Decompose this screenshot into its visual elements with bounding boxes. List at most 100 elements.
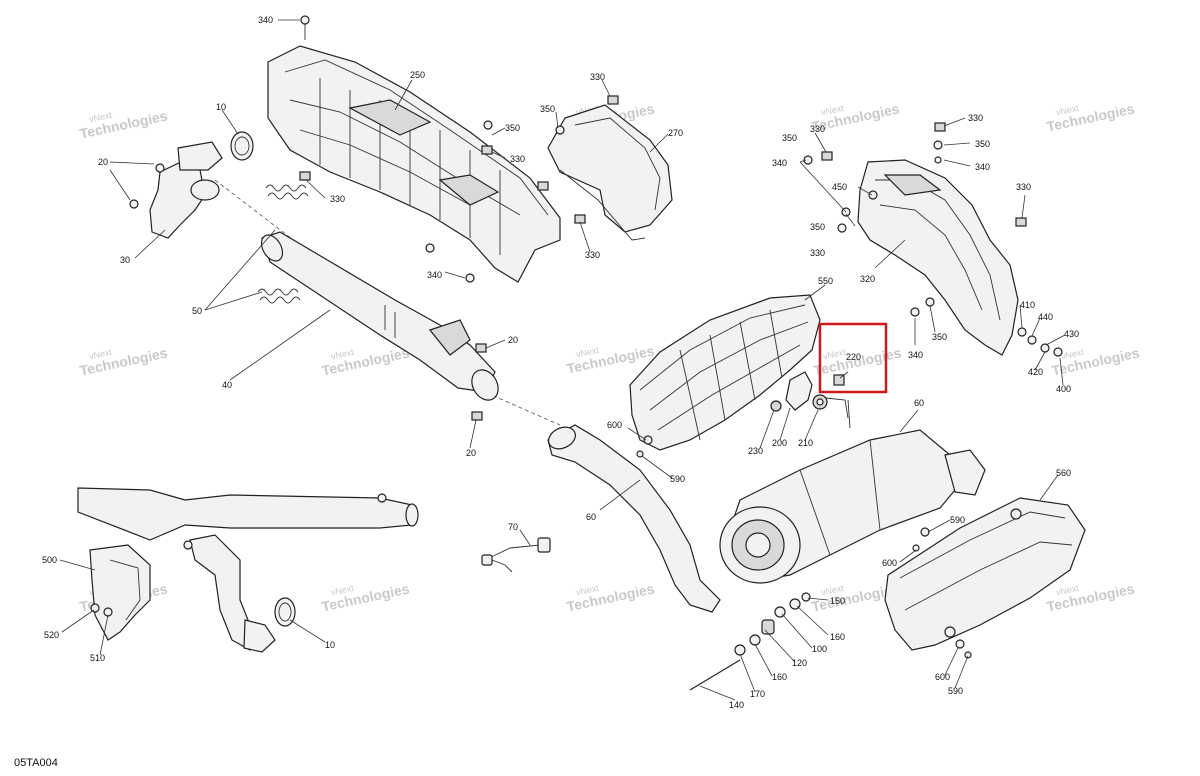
bracket-270 (547, 104, 673, 241)
watermark-text: Technologies (320, 344, 411, 378)
callout-550: 550 (818, 276, 833, 286)
callout-20: 20 (466, 448, 476, 458)
callout-330: 330 (810, 124, 825, 134)
callout-200: 200 (772, 438, 787, 448)
gasket-10-lower (274, 597, 296, 627)
callout-340: 340 (975, 162, 990, 172)
callout-70: 70 (508, 522, 518, 532)
watermark-text: Technologies (1045, 580, 1136, 614)
watermark-text: vNext (1060, 347, 1085, 362)
callout-500: 500 (42, 555, 57, 565)
bracket-500 (89, 544, 151, 641)
callout-210: 210 (798, 438, 813, 448)
callout-120: 120 (792, 658, 807, 668)
callout-520: 520 (44, 630, 59, 640)
callout-160: 160 (772, 672, 787, 682)
callout-590: 590 (950, 515, 965, 525)
muffler-60 (719, 399, 986, 584)
callout-590: 590 (670, 474, 685, 484)
callout-340: 340 (427, 270, 442, 280)
callout-100: 100 (812, 644, 827, 654)
heat-shield-560 (884, 497, 1086, 651)
callout-600: 600 (935, 672, 950, 682)
diagram-code: 05TA004 (14, 757, 58, 769)
callout-330: 330 (330, 194, 345, 204)
springs-50 (257, 184, 309, 304)
callout-600: 600 (607, 420, 622, 430)
heat-shield-250 (267, 45, 561, 283)
callout-600: 600 (882, 558, 897, 568)
callout-340: 340 (772, 158, 787, 168)
highlight-box (818, 322, 888, 394)
hanger-bracket-200 (770, 371, 849, 419)
callout-170: 170 (750, 689, 765, 699)
gasket-10 (230, 131, 254, 161)
callout-320: 320 (860, 274, 875, 284)
pipe-40 (260, 231, 499, 401)
callout-230: 230 (748, 446, 763, 456)
watermark-text: Technologies (78, 107, 169, 141)
watermark-text: vNext (88, 347, 113, 362)
heat-shield-550 (629, 294, 821, 451)
watermark-text: vNext (575, 345, 600, 360)
callout-60: 60 (914, 398, 924, 408)
watermark-text: vNext (88, 110, 113, 125)
callout-410: 410 (1020, 300, 1035, 310)
fasteners (90, 15, 1063, 659)
callout-560: 560 (1056, 468, 1071, 478)
callout-330: 330 (590, 72, 605, 82)
callout-350: 350 (932, 332, 947, 342)
callout-10: 10 (216, 102, 226, 112)
callout-430: 430 (1064, 329, 1079, 339)
head-pipe-60 (547, 424, 721, 613)
callout-590: 590 (948, 686, 963, 696)
callout-510: 510 (90, 653, 105, 663)
callout-340: 340 (908, 350, 923, 360)
callout-20: 20 (98, 157, 108, 167)
watermark-text: vNext (575, 583, 600, 598)
heat-shield-320 (857, 159, 1019, 356)
callout-labels: 340 250 10 20 30 330 350 330 340 330 350… (42, 15, 1079, 710)
callout-10: 10 (325, 640, 335, 650)
watermark-text: Technologies (1045, 100, 1136, 134)
watermark-text: Technologies (78, 344, 169, 378)
callout-220: 220 (846, 352, 861, 362)
callout-350: 350 (975, 139, 990, 149)
callout-40: 40 (222, 380, 232, 390)
watermark-text: Technologies (320, 580, 411, 614)
callout-350: 350 (540, 104, 555, 114)
watermark-text: vNext (1055, 103, 1080, 118)
sensor-70 (481, 537, 551, 573)
callout-400: 400 (1056, 384, 1071, 394)
watermark-text: vNext (822, 347, 847, 362)
callout-250: 250 (410, 70, 425, 80)
watermark-text: vNext (330, 347, 355, 362)
callout-350: 350 (782, 133, 797, 143)
callout-350: 350 (810, 222, 825, 232)
watermark-text: vNext (330, 583, 355, 598)
watermark-text: Technologies (565, 580, 656, 614)
callout-20: 20 (508, 335, 518, 345)
callout-350: 350 (505, 123, 520, 133)
callout-330: 330 (585, 250, 600, 260)
callout-330: 330 (968, 113, 983, 123)
callout-330: 330 (810, 248, 825, 258)
watermark-text: vNext (820, 583, 845, 598)
callout-450: 450 (832, 182, 847, 192)
watermark-text: Technologies (1050, 344, 1141, 378)
callout-330: 330 (510, 154, 525, 164)
front-pipe-assembly (77, 487, 419, 653)
callout-50: 50 (192, 306, 202, 316)
leader-lines (59, 19, 1066, 701)
callout-340: 340 (258, 15, 273, 25)
callout-140: 140 (729, 700, 744, 710)
watermark-text: vNext (1055, 583, 1080, 598)
elbow-30 (129, 141, 223, 239)
callout-30: 30 (120, 255, 130, 265)
callout-160: 160 (830, 632, 845, 642)
callout-420: 420 (1028, 367, 1043, 377)
callout-440: 440 (1038, 312, 1053, 322)
watermark-text: vNext (820, 103, 845, 118)
callout-60: 60 (586, 512, 596, 522)
